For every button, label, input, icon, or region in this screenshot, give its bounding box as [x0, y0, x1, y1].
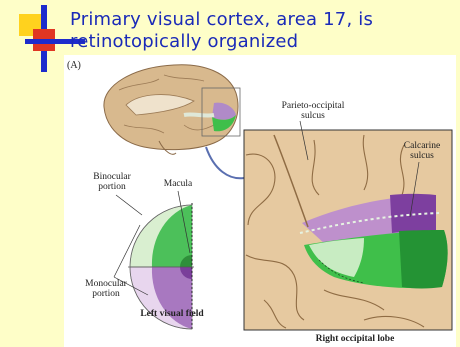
figure-panel: (A) Parieto-occipital sulcus Calcarine s…: [64, 55, 456, 347]
panel-label: (A): [67, 61, 81, 71]
slide-title: Primary visual cortex, area 17, is retin…: [70, 9, 450, 53]
label-calcarine-line1: Calcarine: [394, 141, 450, 151]
label-parieto-occipital: Parieto-occipital sulcus: [271, 101, 355, 121]
binocular-pointer: [116, 195, 142, 215]
zoom-arrow: [206, 147, 244, 178]
slide-title-line-1: Primary visual cortex, area 17, is: [70, 9, 450, 31]
brain-medial-view: [104, 65, 240, 155]
caption-right-occipital-lobe: Right occipital lobe: [290, 334, 420, 344]
lower-bank-foveal: [399, 230, 448, 289]
label-parieto-occipital-line2: sulcus: [271, 111, 355, 121]
caption-left-visual-field: Left visual field: [126, 309, 218, 319]
slide-title-line-2: retinotopically organized: [70, 31, 450, 53]
label-monocular-line1: Monocular: [78, 279, 134, 289]
figure-drawing: [64, 55, 456, 347]
label-binocular-line2: portion: [84, 182, 140, 192]
label-parieto-occipital-line1: Parieto-occipital: [271, 101, 355, 111]
brain-small-calcarine: [184, 114, 214, 115]
label-calcarine: Calcarine sulcus: [394, 141, 450, 161]
label-binocular: Binocular portion: [84, 172, 140, 192]
label-binocular-line1: Binocular: [84, 172, 140, 182]
label-calcarine-line2: sulcus: [394, 151, 450, 161]
label-monocular: Monocular portion: [78, 279, 134, 299]
label-monocular-line2: portion: [78, 289, 134, 299]
label-macula: Macula: [156, 179, 200, 189]
